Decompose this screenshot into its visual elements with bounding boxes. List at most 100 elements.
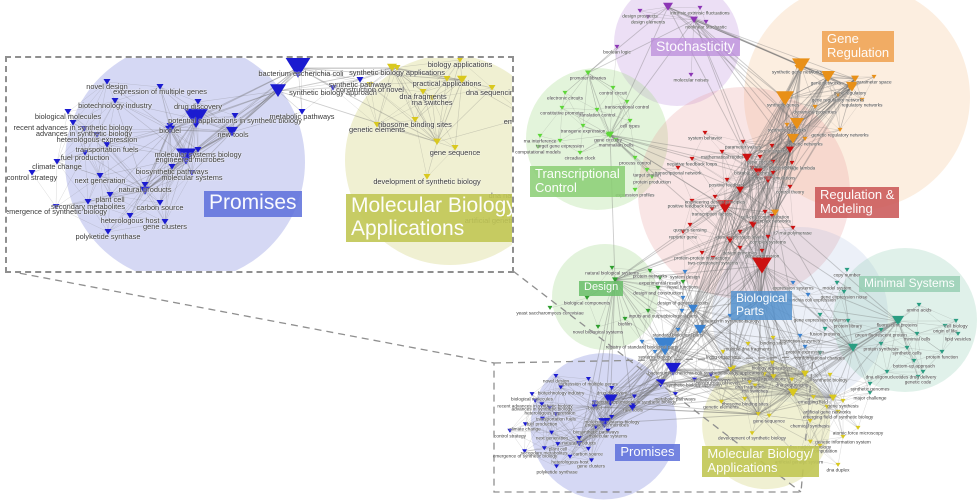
node-triangle [805, 292, 811, 297]
node-triangle [585, 377, 591, 381]
node-triangle [745, 341, 751, 346]
node-triangle [285, 58, 311, 78]
node-triangle [939, 349, 945, 354]
node-triangle [840, 434, 846, 439]
node-triangle [606, 131, 614, 138]
node-triangle [784, 122, 790, 127]
node-triangle [657, 275, 663, 280]
node-triangle [942, 323, 948, 328]
node-triangle [911, 358, 917, 363]
node-triangle [712, 194, 718, 199]
node-triangle [622, 316, 628, 321]
inset-graph [28, 58, 512, 271]
node-triangle [93, 132, 101, 138]
node-triangle [807, 418, 813, 423]
node-triangle [559, 105, 565, 110]
node-triangle [592, 400, 597, 405]
node-triangle [645, 308, 651, 313]
node-triangle [156, 200, 164, 206]
node-triangle [507, 428, 513, 433]
zoom-connector-line [7, 270, 495, 364]
node-triangle [752, 257, 772, 274]
node-triangle [717, 200, 733, 213]
node-triangle [802, 344, 808, 349]
node-triangle [194, 99, 202, 105]
node-triangle [792, 58, 810, 73]
node-triangle [801, 370, 809, 377]
node-triangle [817, 312, 823, 317]
node-triangle [679, 308, 685, 313]
node-triangle [769, 360, 775, 365]
node-triangle [953, 318, 959, 323]
node-triangle [81, 150, 89, 156]
node-triangle [797, 333, 803, 338]
node-triangle [714, 375, 720, 380]
node-triangle [810, 395, 816, 400]
node-triangle [790, 225, 796, 230]
node-triangle [591, 404, 598, 410]
node-triangle [737, 229, 743, 234]
node-triangle [708, 372, 714, 377]
node-triangle [737, 245, 743, 250]
node-triangle [790, 280, 796, 285]
node-triangle [884, 369, 890, 374]
node-triangle [702, 130, 708, 135]
node-triangle [106, 192, 114, 198]
node-triangle [654, 337, 676, 356]
node-triangle [387, 63, 397, 72]
node-triangle [871, 74, 877, 79]
node-triangle [682, 269, 688, 274]
node-triangle [649, 174, 655, 179]
node-triangle [776, 91, 794, 106]
node-triangle [585, 446, 591, 451]
node-triangle [624, 99, 630, 104]
node-triangle [859, 97, 865, 102]
node-triangle [675, 165, 681, 170]
node-triangle [558, 385, 564, 390]
node-triangle [904, 345, 910, 350]
node-triangle [812, 104, 818, 109]
node-triangle [663, 2, 673, 11]
node-triangle [537, 133, 543, 138]
node-triangle [580, 123, 586, 128]
node-triangle [747, 380, 753, 384]
node-triangles [28, 58, 507, 235]
node-triangle [553, 374, 559, 378]
node-triangle [736, 186, 744, 193]
node-triangle [840, 398, 846, 403]
node-triangle [771, 209, 779, 216]
node-triangle [529, 392, 535, 397]
node-triangle [627, 118, 633, 123]
node-triangle [69, 120, 77, 126]
cluster-circles [526, 0, 977, 500]
node-triangle [632, 187, 638, 192]
node-triangle [156, 84, 164, 90]
node-triangle [765, 234, 771, 239]
node-triangle [846, 81, 858, 92]
node-triangle [161, 219, 169, 225]
node-triangle [749, 165, 755, 170]
node-triangle [770, 335, 776, 340]
node-triangle [555, 442, 561, 447]
node-triangle [52, 204, 60, 210]
node-triangle [96, 173, 104, 179]
node-triangle [752, 383, 758, 388]
node-triangle [742, 396, 748, 401]
node-triangle [329, 85, 337, 91]
node-triangle [672, 392, 678, 397]
node-triangle [855, 425, 861, 430]
node-triangle [655, 285, 661, 290]
node-triangle [655, 379, 666, 388]
node-triangle [697, 5, 703, 10]
node-triangle [270, 84, 286, 97]
node-triangle [562, 90, 568, 95]
node-triangle [589, 458, 594, 463]
node-triangle [605, 428, 611, 433]
node-triangle [603, 394, 618, 406]
node-triangle [628, 405, 637, 411]
node-triangle [690, 16, 698, 23]
node-triangle [892, 315, 904, 326]
node-triangle [920, 369, 926, 374]
node-triangle [719, 149, 725, 154]
